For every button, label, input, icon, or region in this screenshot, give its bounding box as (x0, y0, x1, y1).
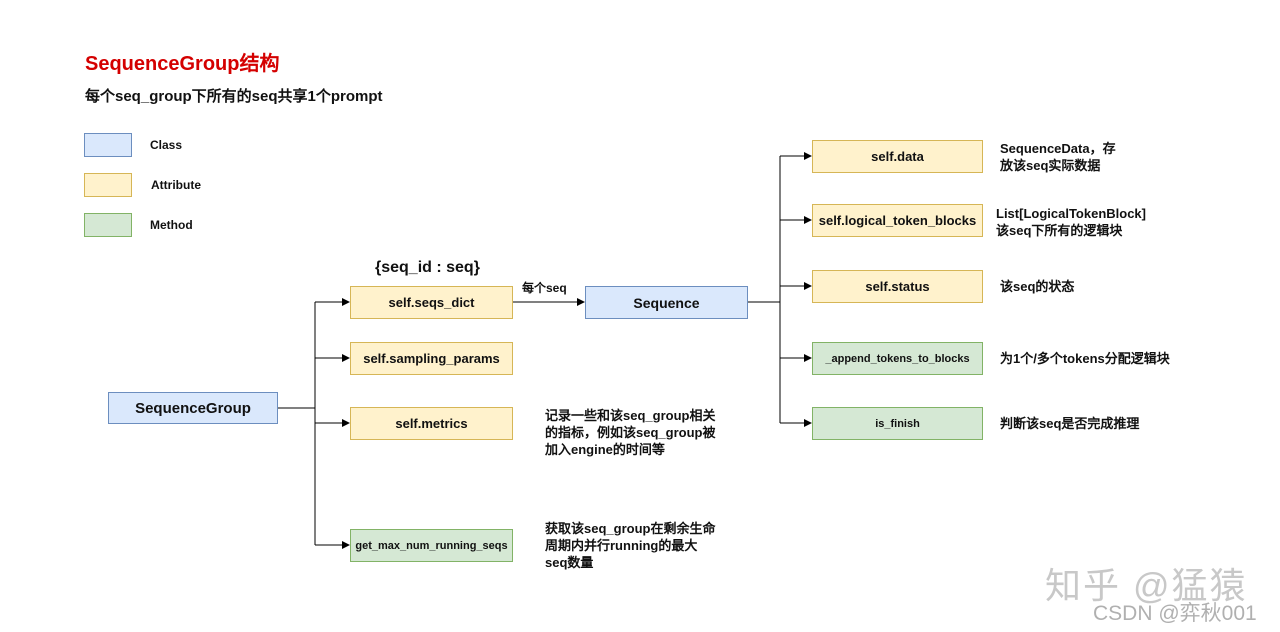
note-logical-token-blocks: List[LogicalTokenBlock] 该seq下所有的逻辑块 (996, 205, 1146, 239)
node-seqs-dict: self.seqs_dict (350, 286, 513, 319)
diagram-title: SequenceGroup结构 (85, 53, 280, 75)
node-append-tokens-to-blocks: _append_tokens_to_blocks (812, 342, 983, 375)
note-logical-line: List[LogicalTokenBlock] (996, 206, 1146, 221)
legend-swatch-attribute (84, 173, 132, 197)
node-self-status: self.status (812, 270, 983, 303)
node-sampling-params: self.sampling_params (350, 342, 513, 375)
note-data-line: SequenceData，存 (1000, 141, 1116, 156)
node-get-max-num-running-seqs: get_max_num_running_seqs (350, 529, 513, 562)
note-data: SequenceData，存 放该seq实际数据 (1000, 140, 1116, 174)
note-append-tokens: 为1个/多个tokens分配逻辑块 (1000, 350, 1170, 367)
legend-label-attribute: Attribute (151, 178, 201, 192)
note-metrics-line: 记录一些和该seq_group相关 (545, 408, 716, 423)
node-self-data: self.data (812, 140, 983, 173)
legend-swatch-class (84, 133, 132, 157)
note-get-max-line: 获取该seq_group在剩余生命 (545, 521, 716, 536)
edge-label-per-seq: 每个seq (522, 281, 567, 295)
note-metrics-line: 加入engine的时间等 (545, 442, 665, 457)
note-status: 该seq的状态 (1000, 278, 1074, 295)
note-append-line: 为1个/多个tokens分配逻辑块 (1000, 351, 1170, 366)
node-metrics: self.metrics (350, 407, 513, 440)
note-data-line: 放该seq实际数据 (1000, 158, 1101, 173)
legend-label-class: Class (150, 138, 183, 152)
watermark-csdn: CSDN @弈秋001 (1093, 602, 1257, 625)
node-sequence-group: SequenceGroup (108, 392, 278, 424)
note-is-finish-line: 判断该seq是否完成推理 (1000, 416, 1140, 431)
node-sequence: Sequence (585, 286, 748, 319)
seqs-dict-heading: {seq_id : seq} (375, 259, 480, 276)
note-logical-line: 该seq下所有的逻辑块 (996, 223, 1123, 238)
note-status-line: 该seq的状态 (1000, 279, 1075, 294)
note-get-max-line: seq数量 (545, 555, 594, 570)
node-is-finish: is_finish (812, 407, 983, 440)
note-get-max-line: 周期内并行running的最大 (545, 538, 698, 553)
legend-swatch-method (84, 213, 132, 237)
note-metrics-line: 的指标，例如该seq_group被 (545, 425, 716, 440)
note-get-max: 获取该seq_group在剩余生命 周期内并行running的最大 seq数量 (545, 520, 715, 571)
note-is-finish: 判断该seq是否完成推理 (1000, 415, 1139, 432)
watermark-zhihu: 知乎 @猛猿 (1045, 565, 1248, 606)
note-metrics: 记录一些和该seq_group相关 的指标，例如该seq_group被 加入en… (545, 407, 715, 458)
legend-label-method: Method (150, 218, 193, 232)
diagram-subtitle: 每个seq_group下所有的seq共享1个prompt (85, 88, 383, 105)
node-logical-token-blocks: self.logical_token_blocks (812, 204, 983, 237)
